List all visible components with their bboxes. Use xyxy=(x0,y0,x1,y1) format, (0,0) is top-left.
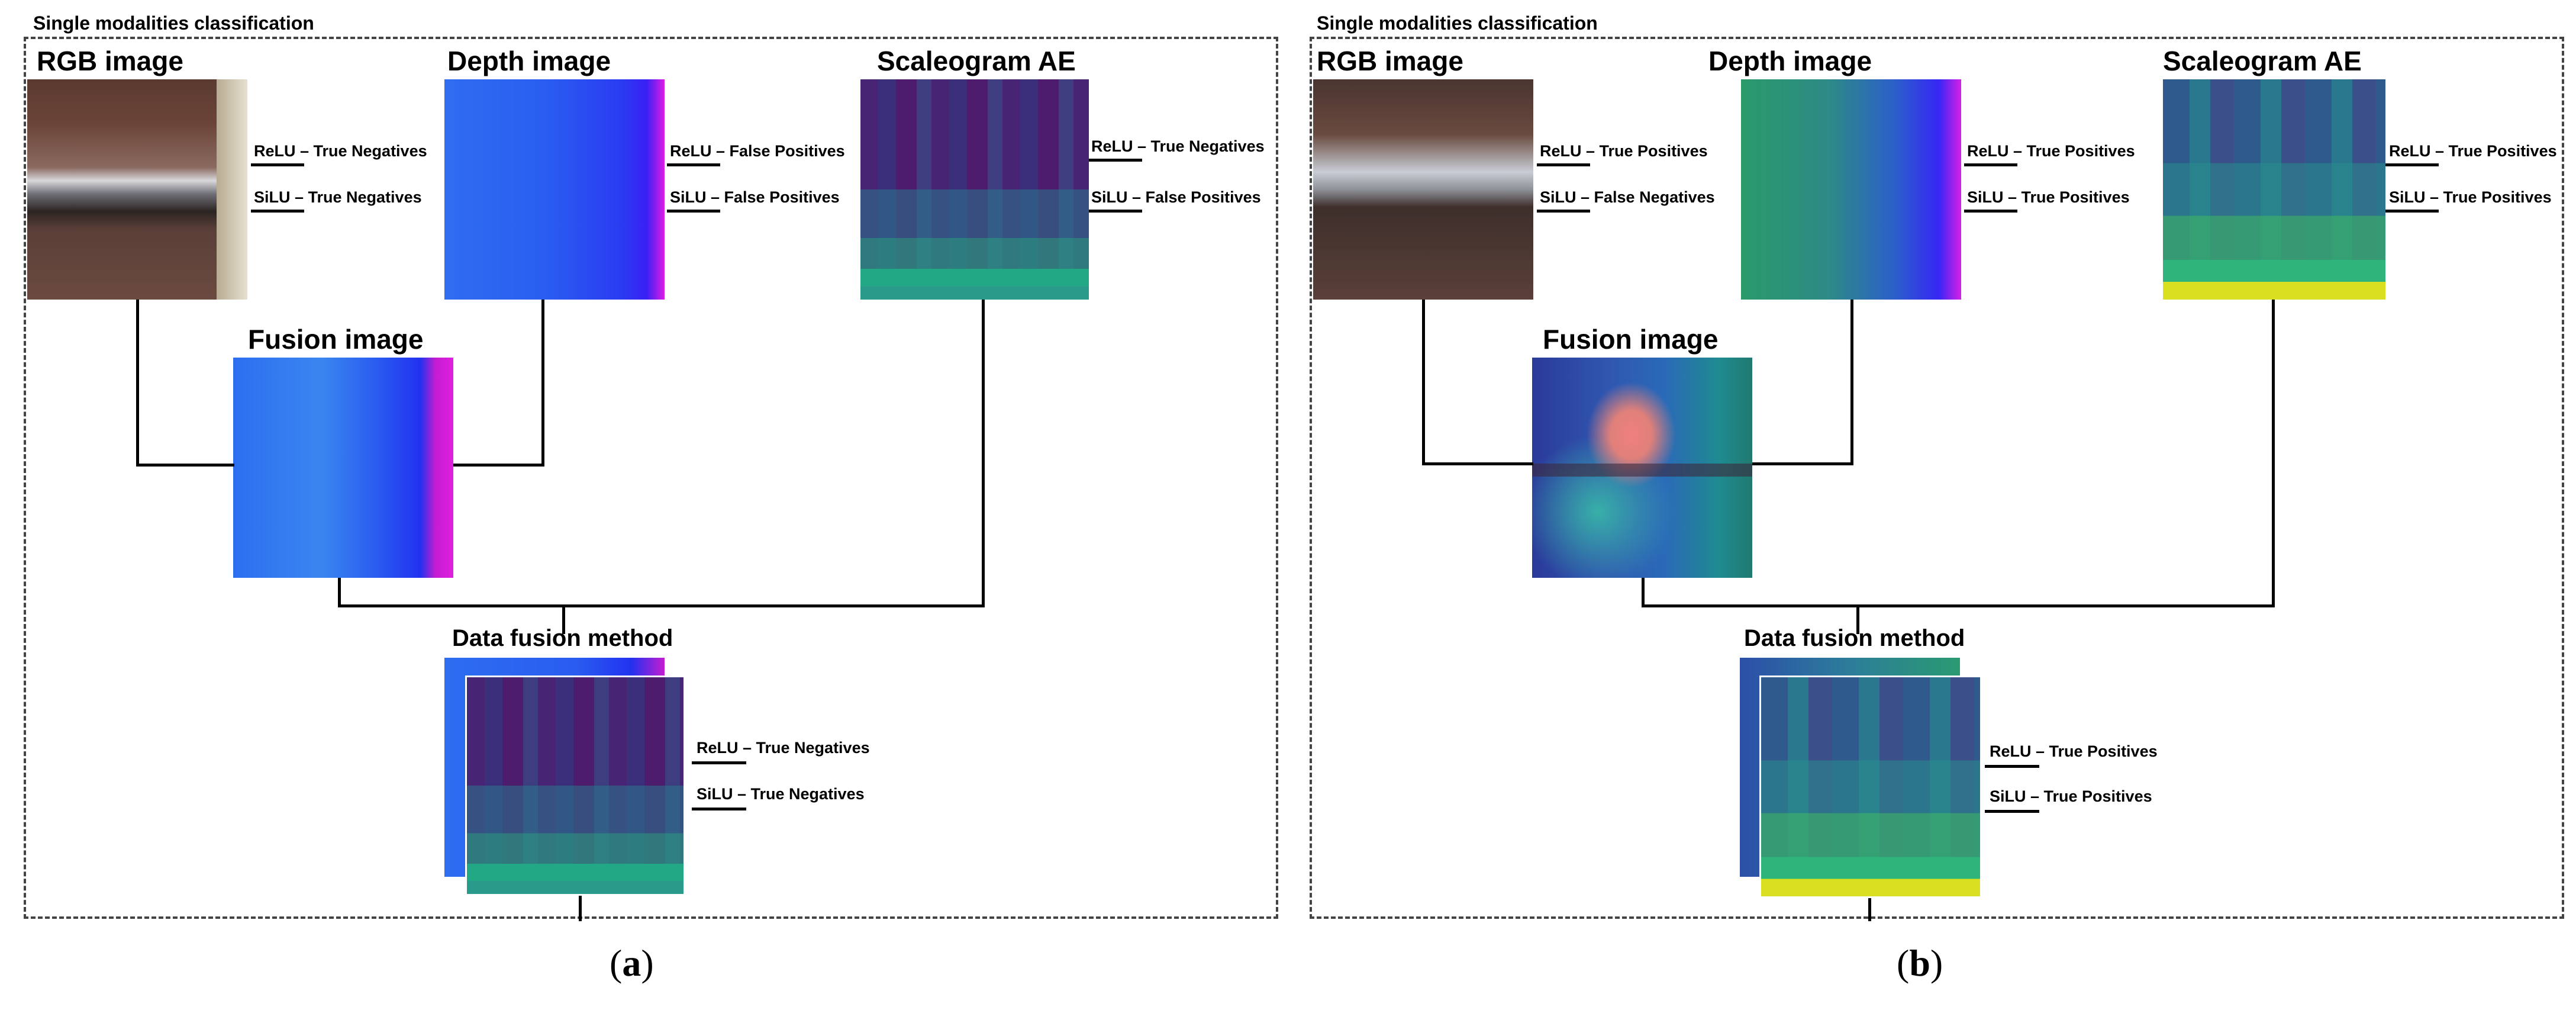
connector-depth-down xyxy=(1850,300,1853,465)
depth-image xyxy=(1741,79,1961,300)
rgb-silu-tick xyxy=(251,210,304,213)
connector-scaleogram-down xyxy=(2272,300,2275,607)
connector-depth-to-fusion xyxy=(453,464,544,467)
data-fusion-title: Data fusion method xyxy=(1744,625,1965,651)
rgb-silu-tick xyxy=(1537,210,1590,213)
depth-relu-label: ReLU – True Positives xyxy=(1967,142,2135,160)
data-fusion-silu-tick xyxy=(1985,810,2039,813)
data-fusion-front-image xyxy=(465,676,685,896)
rgb-silu-label: SiLU – True Negatives xyxy=(254,188,422,206)
fusion-title: Fusion image xyxy=(248,324,424,355)
scaleogram-title: Scaleogram AE xyxy=(877,46,1076,76)
connector-to-data-fusion xyxy=(1856,604,1859,634)
panel-a: Single modalities classification RGB ima… xyxy=(24,12,1278,921)
scaleogram-relu-label: ReLU – True Positives xyxy=(2389,142,2557,160)
depth-relu-label: ReLU – False Positives xyxy=(670,142,845,160)
connector-rgb-down xyxy=(136,300,139,465)
connector-depth-down xyxy=(541,300,544,467)
connector-rgb-to-fusion xyxy=(136,464,234,467)
scaleogram-title: Scaleogram AE xyxy=(2163,46,2362,76)
caption-a: (a) xyxy=(610,942,654,984)
scaleogram-silu-tick xyxy=(1089,210,1142,213)
data-fusion-relu-label: ReLU – True Positives xyxy=(1990,742,2158,760)
rgb-relu-tick xyxy=(1537,163,1590,166)
depth-silu-tick xyxy=(1964,210,2017,213)
rgb-relu-label: ReLU – True Positives xyxy=(1540,142,1708,160)
rgb-image xyxy=(1313,79,1533,300)
scaleogram-relu-label: ReLU – True Negatives xyxy=(1091,137,1265,155)
rgb-silu-label: SiLU – False Negatives xyxy=(1540,188,1715,206)
rgb-relu-label: ReLU – True Negatives xyxy=(254,142,427,160)
scaleogram-silu-label: SiLU – True Positives xyxy=(2389,188,2552,206)
data-fusion-title: Data fusion method xyxy=(452,625,673,651)
scaleogram-image xyxy=(860,79,1089,300)
rgb-title: RGB image xyxy=(37,46,183,76)
connector-output xyxy=(579,896,582,921)
depth-image xyxy=(444,79,665,300)
depth-relu-tick xyxy=(667,163,720,166)
depth-title: Depth image xyxy=(447,46,611,76)
data-fusion-relu-label: ReLU – True Negatives xyxy=(697,739,870,757)
scaleogram-image xyxy=(2163,79,2385,300)
depth-silu-label: SiLU – True Positives xyxy=(1967,188,2130,206)
connector-rgb-down xyxy=(1422,300,1425,465)
data-fusion-silu-label: SiLU – True Positives xyxy=(1990,787,2152,805)
connector-fusion-down xyxy=(1642,578,1645,607)
caption-b: (b) xyxy=(1897,942,1943,984)
depth-title: Depth image xyxy=(1708,46,1872,76)
scaleogram-silu-tick xyxy=(2385,210,2439,213)
panel-b: Single modalities classification RGB ima… xyxy=(1310,12,2564,921)
rgb-image xyxy=(27,79,247,300)
connector-rgb-to-fusion xyxy=(1422,462,1533,465)
rgb-title: RGB image xyxy=(1317,46,1463,76)
data-fusion-silu-tick xyxy=(692,808,746,810)
depth-silu-label: SiLU – False Positives xyxy=(670,188,840,206)
connector-to-data-fusion xyxy=(562,604,565,634)
scaleogram-relu-tick xyxy=(2385,163,2439,166)
connector-depth-to-fusion xyxy=(1752,462,1853,465)
depth-silu-tick xyxy=(667,210,720,213)
connector-output xyxy=(1868,898,1871,921)
scaleogram-silu-label: SiLU – False Positives xyxy=(1091,188,1261,206)
fusion-title: Fusion image xyxy=(1543,324,1719,355)
fusion-image xyxy=(233,358,453,578)
fusion-image xyxy=(1532,358,1752,578)
connector-bottom-bar xyxy=(338,604,985,607)
data-fusion-front-image xyxy=(1759,676,1982,898)
connector-fusion-down xyxy=(338,578,341,607)
panel-title: Single modalities classification xyxy=(33,12,314,34)
rgb-relu-tick xyxy=(251,163,304,166)
data-fusion-silu-label: SiLU – True Negatives xyxy=(697,785,865,803)
connector-bottom-bar xyxy=(1642,604,2275,607)
connector-scaleogram-down xyxy=(982,300,985,607)
scaleogram-relu-tick xyxy=(1089,159,1142,162)
data-fusion-relu-tick xyxy=(692,761,746,764)
depth-relu-tick xyxy=(1964,163,2017,166)
panel-title: Single modalities classification xyxy=(1317,12,1598,34)
data-fusion-relu-tick xyxy=(1985,765,2039,768)
